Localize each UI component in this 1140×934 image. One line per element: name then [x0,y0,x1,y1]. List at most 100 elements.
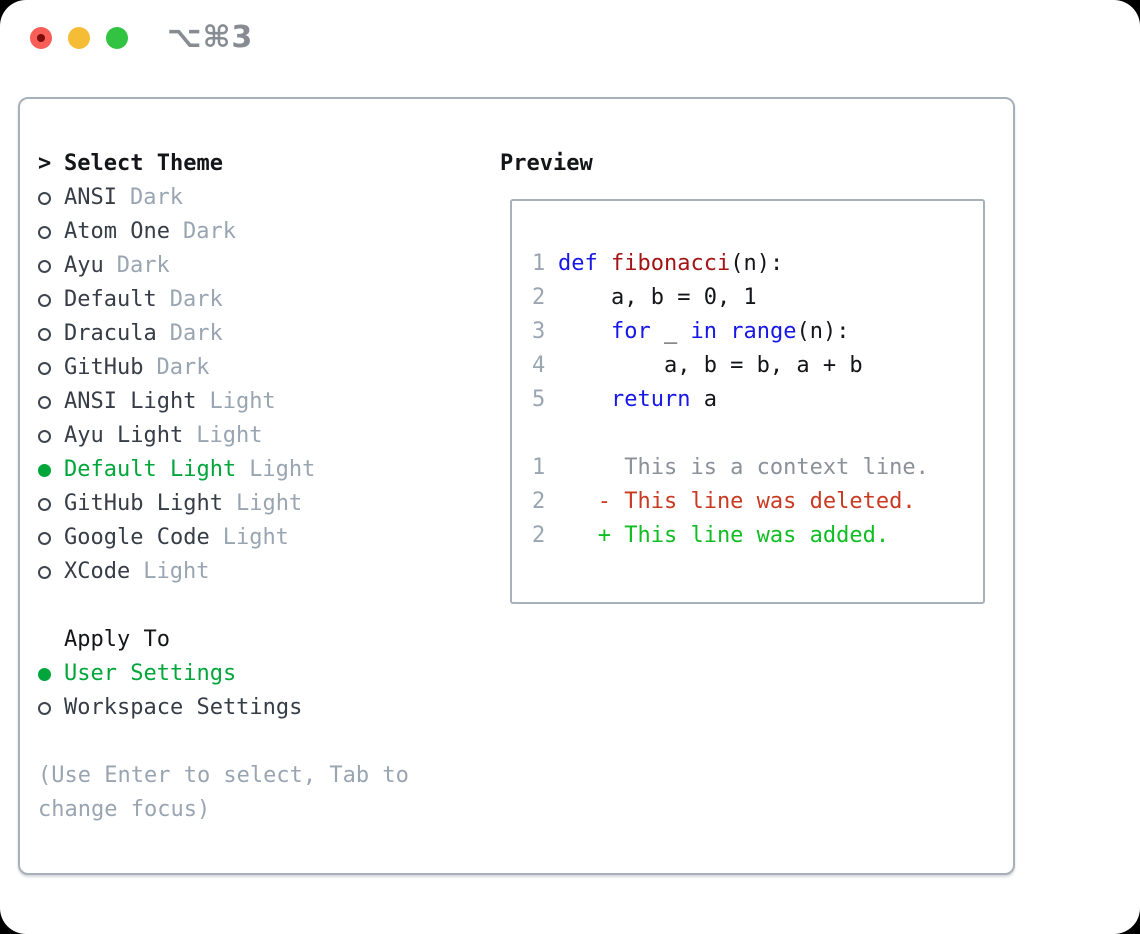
line-number: 1 [532,251,546,276]
preview-line: 2 - This line was deleted. [532,485,983,519]
theme-name: GitHub [64,355,144,380]
theme-option-default[interactable]: Default Dark [38,283,500,317]
code-token: fibonacci [611,251,731,276]
theme-option-github-light[interactable]: GitHub Light Light [38,487,500,521]
keyboard-shortcut-label: ⌥⌘3 [167,20,254,55]
line-content: + This line was added. [558,519,889,553]
code-token: return [610,387,691,412]
theme-option-atom-one[interactable]: Atom One Dark [38,215,500,249]
line-number: 2 [532,489,546,514]
line-number: 3 [532,319,546,344]
titlebar [30,27,128,49]
radio-icon [38,701,64,715]
code-token [598,251,611,276]
theme-option-default-light[interactable]: Default Light Light [38,453,500,487]
code-token: _ [650,319,691,344]
theme-variant: Dark [129,185,183,210]
theme-variant: Dark [169,321,223,346]
theme-variant: Light [143,559,210,584]
line-content: for _ in range(n): [558,315,849,349]
theme-variant: Light [196,423,263,448]
radio-icon [38,327,64,341]
theme-variant: Light [235,491,303,516]
apply-to-options: User Settings Workspace Settings [38,657,500,725]
apply-option-workspace-settings[interactable]: Workspace Settings [38,691,500,725]
theme-name: Ayu Light [64,423,184,448]
close-button[interactable] [30,27,52,49]
radio-icon [38,565,64,579]
line-content: This is a context line. [558,451,929,485]
theme-name: XCode [64,559,131,584]
theme-name: Google Code [64,525,210,550]
theme-variant: Light [249,457,316,482]
code-token: (n): [730,251,784,276]
theme-variant: Light [209,389,276,414]
theme-list: ANSI Dark Atom One Dark Ayu Dark Default… [38,181,500,589]
preview-line: 3 for _ in range(n): [532,315,983,349]
theme-option-google-code[interactable]: Google Code Light [38,521,500,555]
theme-name: Atom One [64,219,170,244]
theme-option-dracula[interactable]: Dracula Dark [38,317,500,351]
preview-line [532,417,983,451]
line-number: 2 [532,285,546,310]
apply-option-user-settings[interactable]: User Settings [38,657,500,691]
zoom-button[interactable] [106,27,128,49]
radio-icon [38,259,64,273]
line-number [532,417,558,451]
theme-variant: Light [222,525,289,550]
theme-variant: Dark [182,219,236,244]
theme-name: Ayu [64,253,104,278]
radio-icon [38,293,64,307]
preview-line: 2 a, b = 0, 1 [532,281,983,315]
theme-variant: Dark [116,253,170,278]
theme-name: GitHub Light [64,491,223,516]
code-token: a, b = b, a + b [558,353,863,378]
line-number: 5 [532,387,546,412]
section-title: Apply To [64,627,170,652]
preview-lines: 1 def fibonacci(n): 2 a, b = 0, 1 3 for … [532,247,983,553]
minimize-button[interactable] [68,27,90,49]
radio-icon [38,225,64,239]
code-token: def [558,251,598,276]
theme-option-github[interactable]: GitHub Dark [38,351,500,385]
code-token: This is a context line. [558,455,929,480]
apply-option-label: Workspace Settings [64,695,303,720]
code-token [717,319,730,344]
line-number: 2 [532,523,546,548]
line-number: 4 [532,353,546,378]
radio-icon [38,191,64,205]
line-content: a, b = b, a + b [558,349,863,383]
theme-option-ansi[interactable]: ANSI Dark [38,181,500,215]
section-title: Select Theme [64,151,223,176]
preview-heading: Preview [500,147,1013,181]
preview-line: 5 return a [532,383,983,417]
radio-icon [38,463,64,477]
theme-option-xcode[interactable]: XCode Light [38,555,500,589]
theme-name: Default Light [64,457,237,482]
theme-name: Default [64,287,157,312]
preview-column: Preview 1 def fibonacci(n): 2 a, b = 0, … [500,147,1013,873]
theme-list-column: > Select Theme ANSI Dark Atom One Dark A… [38,147,500,873]
line-content: def fibonacci(n): [558,247,783,281]
theme-option-ayu[interactable]: Ayu Dark [38,249,500,283]
radio-icon [38,361,64,375]
radio-icon [38,531,64,545]
preview-line: 1 This is a context line. [532,451,983,485]
code-token [558,319,611,344]
preview-line: 1 def fibonacci(n): [532,247,983,281]
code-token [558,387,611,412]
line-content: - This line was deleted. [558,485,916,519]
apply-option-label: User Settings [64,661,237,686]
code-token: range [730,319,797,344]
help-text: (Use Enter to select, Tab to change focu… [38,763,409,822]
theme-option-ayu-light[interactable]: Ayu Light Light [38,419,500,453]
radio-icon [38,497,64,511]
theme-name: ANSI [64,185,117,210]
line-number: 1 [532,455,546,480]
code-token: a [690,387,717,412]
radio-icon [38,395,64,409]
theme-option-ansi-light[interactable]: ANSI Light Light [38,385,500,419]
theme-picker-panel: > Select Theme ANSI Dark Atom One Dark A… [18,97,1015,875]
section-title: Preview [500,151,593,176]
